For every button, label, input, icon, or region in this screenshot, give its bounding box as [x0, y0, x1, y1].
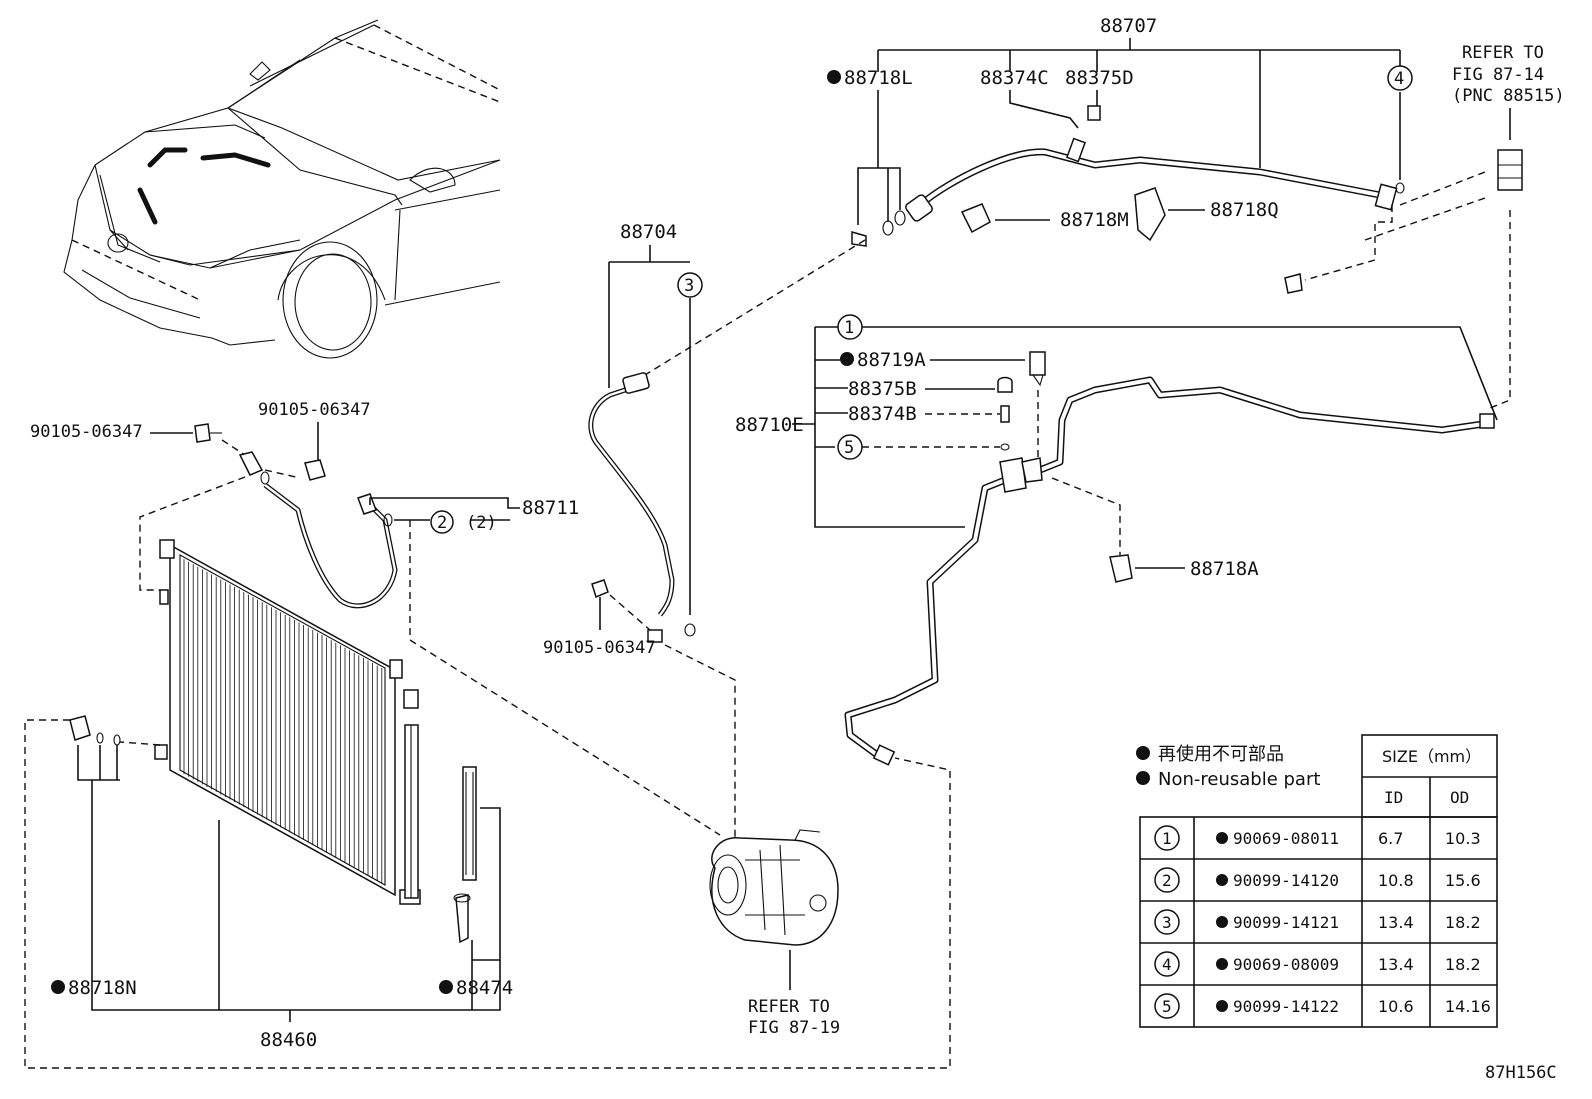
label-88704: 88704	[620, 221, 677, 243]
row-od: 18.2	[1445, 955, 1481, 974]
label-88707: 88707	[1100, 15, 1157, 37]
non-reusable-dot	[827, 70, 841, 84]
label-88718M: 88718M	[1060, 209, 1129, 231]
row-id: 10.8	[1378, 871, 1414, 890]
diagram-code: 87H156C	[1485, 1063, 1557, 1083]
non-reusable-dot	[1216, 832, 1228, 844]
row-od: 15.6	[1445, 871, 1481, 890]
label-88710E: 88710E	[735, 414, 804, 436]
label-88711: 88711	[522, 497, 579, 519]
callout-2	[430, 510, 454, 534]
label-88718Q: 88718Q	[1210, 199, 1279, 221]
callout-2-paren: (2)	[466, 513, 497, 533]
non-reusable-dot	[1216, 1000, 1228, 1012]
refer-fig-87-14-line1: REFER TO	[1462, 43, 1544, 63]
row-id: 13.4	[1378, 955, 1414, 974]
size-table: SIZE（mm） ID OD 1 90069-08011 6.7 10.3 2 90099…	[1139, 734, 1498, 1028]
refer-fig-87-14-line3: (PNC 88515)	[1452, 86, 1565, 106]
part-88710E-group: 1 88710E 88719A 88375B 88374B 5 8871	[735, 314, 1498, 766]
row-number: 3	[1162, 913, 1172, 932]
row-part-number: 90099-14120	[1233, 871, 1339, 890]
part-88707-group: 88707 88718L 88374C 88375D 4 88718M 8871…	[639, 15, 1565, 409]
row-callout-circle	[1154, 867, 1180, 893]
callout-5-number: 5	[844, 438, 854, 458]
label-88719A: 88719A	[857, 349, 926, 371]
table-row: 5 90099-14122 10.6 14.16	[1154, 993, 1491, 1019]
callout-4-number: 4	[1394, 69, 1404, 89]
row-callout-circle	[1154, 825, 1180, 851]
label-88375D: 88375D	[1065, 67, 1134, 89]
table-header-id: ID	[1384, 788, 1403, 807]
table-row: 4 90069-08009 13.4 18.2	[1154, 951, 1481, 977]
row-part-number: 90099-14121	[1233, 913, 1339, 932]
legend-en: Non-reusable part	[1158, 769, 1320, 790]
part-88711-group: 90105-06347 90105-06347 2 (2) 88711	[30, 400, 721, 836]
row-callout-circle	[1154, 993, 1180, 1019]
compressor: REFER TO FIG 87-19	[709, 829, 840, 1038]
non-reusable-dot	[1216, 916, 1228, 928]
table-header-od: OD	[1450, 788, 1469, 807]
non-reusable-dot	[51, 980, 65, 994]
non-reusable-dot	[840, 352, 854, 366]
part-88704-group: 88704 3 90105-06347	[543, 221, 736, 870]
row-id: 13.4	[1378, 913, 1414, 932]
label-88375B: 88375B	[848, 378, 917, 400]
label-88374C: 88374C	[980, 67, 1049, 89]
label-88460: 88460	[260, 1029, 317, 1051]
non-reusable-dot	[1216, 874, 1228, 886]
callout-3-number: 3	[684, 276, 694, 296]
row-part-number: 90069-08009	[1233, 955, 1339, 974]
label-88718N: 88718N	[68, 977, 137, 999]
label-bolt-90105-06347-lower: 90105-06347	[543, 638, 656, 658]
table-header-size: SIZE（mm）	[1382, 747, 1481, 766]
label-bolt-90105-06347-mid: 90105-06347	[258, 400, 371, 420]
callout-3	[677, 272, 703, 298]
legend: 再使用不可部品 Non-reusable part	[1136, 744, 1320, 790]
table-row: 1 90069-08011 6.7 10.3	[1154, 825, 1481, 851]
row-part-number: 90099-14122	[1233, 997, 1339, 1016]
row-number: 2	[1162, 871, 1172, 890]
refer-fig-87-19-line1: REFER TO	[748, 997, 830, 1017]
row-number: 1	[1162, 829, 1172, 848]
row-id: 6.7	[1378, 829, 1403, 848]
row-number: 4	[1162, 955, 1172, 974]
vehicle-illustration	[63, 19, 501, 359]
table-row: 3 90099-14121 13.4 18.2	[1154, 909, 1481, 935]
callout-2-number: 2	[437, 513, 447, 533]
non-reusable-dot	[1216, 958, 1228, 970]
callout-1-number: 1	[844, 318, 854, 338]
label-88718L: 88718L	[844, 67, 913, 89]
row-callout-circle	[1154, 951, 1180, 977]
legend-jp: 再使用不可部品	[1158, 744, 1284, 765]
label-88474: 88474	[456, 977, 513, 999]
label-88718A: 88718A	[1190, 558, 1259, 580]
label-bolt-90105-06347-left: 90105-06347	[30, 422, 143, 442]
callout-4	[1387, 65, 1413, 91]
row-od: 18.2	[1445, 913, 1481, 932]
row-id: 10.6	[1378, 997, 1414, 1016]
legend-dot	[1136, 771, 1150, 785]
condenser-fins	[183, 559, 383, 883]
row-od: 10.3	[1445, 829, 1481, 848]
refer-fig-87-19-line2: FIG 87-19	[748, 1018, 840, 1038]
row-callout-circle	[1154, 909, 1180, 935]
row-part-number: 90069-08011	[1233, 829, 1339, 848]
table-row: 2 90099-14120 10.8 15.6	[1154, 867, 1481, 893]
row-od: 14.16	[1445, 997, 1491, 1016]
label-88374B: 88374B	[848, 403, 917, 425]
callout-1	[837, 314, 863, 340]
condenser-88460: 88718N 88474 88460	[24, 539, 951, 1069]
legend-dot	[1136, 746, 1150, 760]
row-number: 5	[1162, 997, 1172, 1016]
non-reusable-dot	[439, 980, 453, 994]
refer-fig-87-14-line2: FIG 87-14	[1452, 65, 1544, 85]
